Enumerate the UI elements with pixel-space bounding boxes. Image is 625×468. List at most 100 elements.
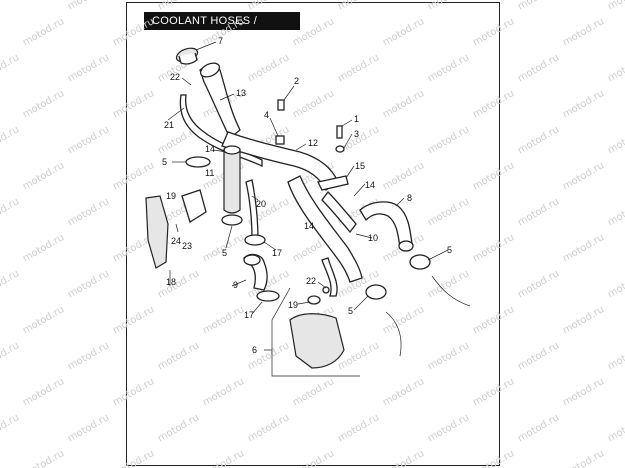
callout-8: 8 (407, 193, 412, 203)
heat-shield-part (145, 189, 207, 269)
watermark-text: motod.ru (561, 304, 606, 336)
watermark-text: motod.ru (21, 376, 66, 408)
watermark-text: motod.ru (561, 376, 606, 408)
callout-9: 9 (233, 280, 238, 290)
watermark-text: motod.ru (111, 88, 156, 120)
watermark-text: motod.ru (21, 304, 66, 336)
callout-14: 14 (205, 144, 215, 154)
watermark-text: motod.ru (21, 88, 66, 120)
watermark-text: motod.ru (561, 232, 606, 264)
watermark-text: motod.ru (516, 0, 561, 13)
fitting-part (275, 99, 285, 145)
watermark-text: motod.ru (0, 196, 21, 228)
watermark-text: motod.ru (291, 88, 336, 120)
callout-labels: 7 22 13 21 2 4 12 1 3 5 14 11 15 14 19 8… (162, 36, 452, 355)
watermark-text: motod.ru (0, 340, 21, 372)
watermark-text: motod.ru (561, 16, 606, 48)
watermark-text: motod.ru (516, 196, 561, 228)
watermark-text: motod.ru (606, 0, 625, 13)
callout-17: 17 (272, 248, 282, 258)
callout-5: 5 (447, 245, 452, 255)
bracket-part (317, 175, 349, 191)
callout-11: 11 (205, 168, 214, 178)
callout-7: 7 (218, 36, 223, 46)
watermark-text: motod.ru (336, 0, 381, 13)
watermark-text: motod.ru (156, 268, 201, 300)
watermark-text: motod.ru (66, 0, 111, 13)
callout-10: 10 (368, 233, 378, 243)
watermark-text: motod.ru (201, 376, 246, 408)
callout-14: 14 (365, 180, 375, 190)
callout-5: 5 (162, 157, 167, 167)
callout-20: 20 (256, 199, 266, 209)
watermark-text: motod.ru (246, 0, 291, 13)
watermark-text: motod.ru (516, 124, 561, 156)
elbow-hose-part (359, 201, 414, 252)
filler-cap-part (175, 47, 199, 65)
watermark-text: motod.ru (516, 412, 561, 444)
watermark-text: motod.ru (381, 376, 426, 408)
callout-24: 24 (171, 236, 181, 246)
watermark-text: motod.ru (606, 412, 625, 444)
watermark-text: motod.ru (561, 88, 606, 120)
watermark-text: motod.ru (291, 376, 336, 408)
vertical-hose-part (223, 145, 241, 214)
watermark-text: motod.ru (201, 448, 246, 468)
coolant-bottle-part (289, 286, 345, 369)
watermark-text: motod.ru (21, 160, 66, 192)
callout-21: 21 (164, 120, 174, 130)
callout-13: 13 (236, 88, 246, 98)
watermark-text: motod.ru (246, 412, 291, 444)
watermark-text: motod.ru (291, 16, 336, 48)
watermark-text: motod.ru (111, 376, 156, 408)
callout-3: 3 (354, 129, 359, 139)
watermark-text: motod.ru (381, 160, 426, 192)
watermark-text: motod.ru (336, 412, 381, 444)
watermark-text: motod.ru (246, 52, 291, 84)
watermark-text: motod.ru (471, 448, 516, 468)
watermark-text: motod.ru (471, 304, 516, 336)
watermark-text: motod.ru (426, 0, 471, 13)
watermark-text: motod.ru (381, 304, 426, 336)
watermark-text: motod.ru (0, 0, 21, 13)
watermark-text: motod.ru (111, 448, 156, 468)
watermark-text: motod.ru (0, 52, 21, 84)
watermark-text: motod.ru (21, 448, 66, 468)
callout-23: 23 (182, 241, 192, 251)
watermark-text: motod.ru (66, 340, 111, 372)
callout-19: 19 (288, 300, 298, 310)
hose-clamp-parts (185, 156, 431, 302)
watermark-text: motod.ru (156, 412, 201, 444)
callout-14: 14 (304, 221, 314, 231)
watermark-text: motod.ru (66, 412, 111, 444)
watermark-text: motod.ru (561, 448, 606, 468)
callout-1: 1 (354, 114, 359, 124)
short-hose-part (243, 253, 268, 291)
watermark-text: motod.ru (516, 268, 561, 300)
watermark-text: motod.ru (426, 340, 471, 372)
watermark-text: motod.ru (516, 52, 561, 84)
watermark-text: motod.ru (201, 304, 246, 336)
callout-22: 22 (306, 276, 316, 286)
page-title: COOLANT HOSES / BOTTLE (144, 12, 300, 45)
callout-18: 18 (166, 277, 176, 287)
diagram-frame (126, 2, 500, 466)
watermark-text: motod.ru (471, 232, 516, 264)
watermark-text: motod.ru (426, 412, 471, 444)
watermark-text: motod.ru (426, 268, 471, 300)
watermark-text: motod.ru (66, 196, 111, 228)
callout-19: 19 (166, 191, 176, 201)
bolt-part (335, 125, 345, 153)
watermark-text: motod.ru (156, 0, 201, 13)
watermark-text: motod.ru (606, 340, 625, 372)
watermark-text: motod.ru (561, 160, 606, 192)
watermark-text: motod.ru (291, 448, 336, 468)
watermark-text: motod.ru (66, 52, 111, 84)
watermark-text: motod.ru (66, 268, 111, 300)
watermark-text: motod.ru (471, 16, 516, 48)
watermark-text: motod.ru (0, 268, 21, 300)
leader-lines (167, 41, 449, 377)
overflow-tube-part (179, 94, 263, 168)
